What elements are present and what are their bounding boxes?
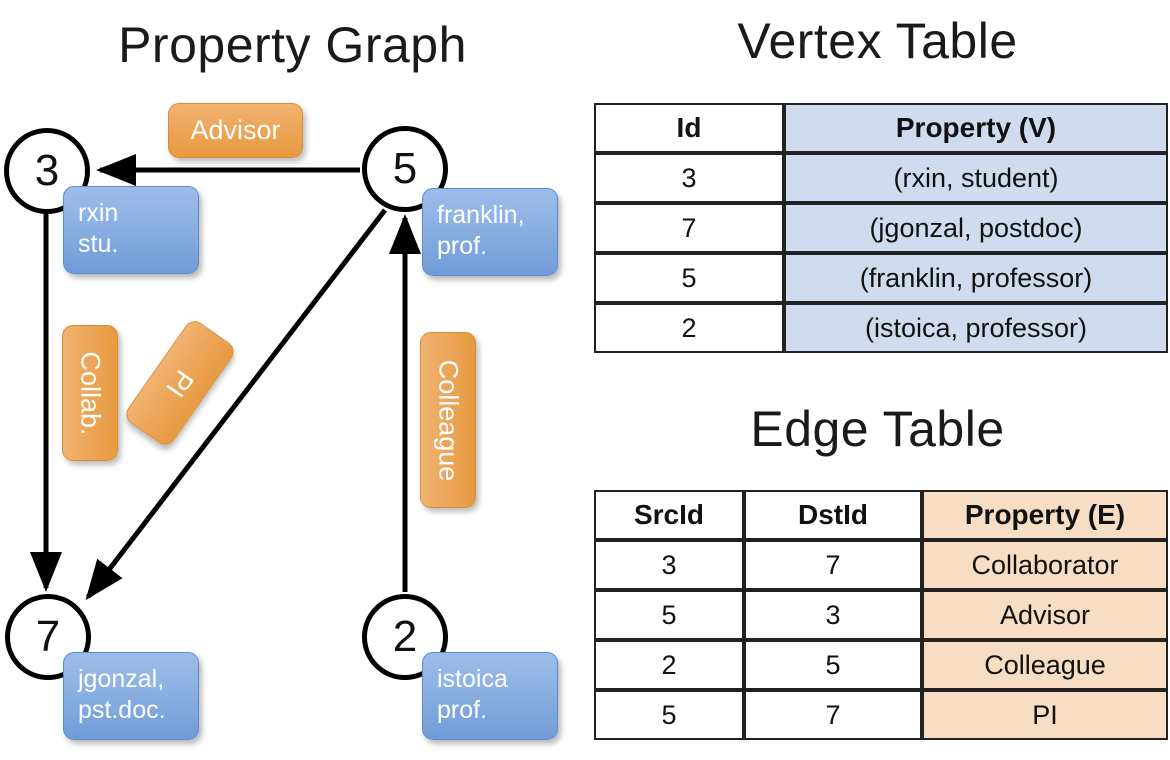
graph-node-2[interactable]: 2	[362, 594, 448, 680]
edge-table: SrcId DstId Property (E) 3 7 Collaborato…	[594, 490, 1168, 740]
vertex-property-box-7-line1: jgonzal,	[78, 665, 165, 693]
edge-table-cell-dstid: 7	[744, 690, 922, 740]
edge-table-cell-property: Advisor	[922, 590, 1168, 640]
edge-table-cell-dstid: 5	[744, 640, 922, 690]
table-row[interactable]: 5 3 Advisor	[594, 590, 1168, 640]
vertex-property-box-5-line1: franklin,	[437, 201, 525, 229]
edge-arrow-pi	[85, 208, 387, 601]
table-row[interactable]: 2 (istoica, professor)	[594, 303, 1168, 353]
vertex-property-box-2-line1: istoica	[437, 665, 508, 693]
edge-label-colleague-text: Colleague	[433, 359, 464, 481]
table-header-row: Id Property (V)	[594, 103, 1168, 153]
edge-label-advisor-text: Advisor	[190, 115, 281, 145]
table-row[interactable]: 3 (rxin, student)	[594, 153, 1168, 203]
edge-table-header-dstid: DstId	[744, 490, 922, 540]
vertex-table-cell-property: (istoica, professor)	[784, 303, 1168, 353]
vertex-property-box-5-line2: prof.	[437, 231, 488, 260]
page-title-property-graph: Property Graph	[118, 17, 467, 73]
vertex-property-box-7-line2: pst.doc.	[78, 695, 166, 724]
vertex-table-cell-property: (rxin, student)	[784, 153, 1168, 203]
vertex-property-box-2-line2: prof.	[437, 695, 488, 724]
page-title-vertex-table: Vertex Table	[737, 13, 1018, 69]
graph-node-2-id: 2	[392, 612, 418, 661]
table-row[interactable]: 5 (franklin, professor)	[594, 253, 1168, 303]
vertex-table-header-id: Id	[594, 103, 784, 153]
vertex-table: Id Property (V) 3 (rxin, student) 7 (jgo…	[594, 103, 1168, 353]
vertex-table-cell-property: (jgonzal, postdoc)	[784, 203, 1168, 253]
graph-edge-arrows	[30, 154, 421, 601]
edge-label-collab-text: Collab.	[75, 350, 106, 436]
edge-table-header-srcid: SrcId	[594, 490, 744, 540]
vertex-property-box-3[interactable]: rxin stu.	[63, 186, 199, 274]
table-row[interactable]: 3 7 Collaborator	[594, 540, 1168, 590]
vertex-table-cell-id: 2	[594, 303, 784, 353]
vertex-property-box-3-line1: rxin	[78, 199, 119, 227]
graph-node-3-id: 3	[34, 146, 60, 195]
edge-label-advisor[interactable]: Advisor	[168, 103, 303, 158]
graph-node-7-id: 7	[35, 612, 61, 661]
vertex-property-box-5[interactable]: franklin, prof.	[422, 188, 558, 276]
vertex-table-header-property: Property (V)	[784, 103, 1168, 153]
property-graph-diagram: 3 5 7 2 rxin stu. franklin, prof. jgonza…	[4, 103, 558, 740]
edge-table-header-property: Property (E)	[922, 490, 1168, 540]
vertex-table-cell-id: 3	[594, 153, 784, 203]
edge-table-cell-dstid: 7	[744, 540, 922, 590]
vertex-table-cell-id: 7	[594, 203, 784, 253]
edge-table-cell-property: Colleague	[922, 640, 1168, 690]
graph-node-5[interactable]: 5	[362, 126, 448, 212]
edge-table-cell-srcid: 5	[594, 590, 744, 640]
edge-label-pi-text: PI	[160, 364, 201, 403]
edge-table-cell-dstid: 3	[744, 590, 922, 640]
graph-node-5-id: 5	[392, 144, 418, 193]
edge-table-cell-srcid: 2	[594, 640, 744, 690]
vertex-property-box-3-line2: stu.	[78, 229, 119, 258]
table-row[interactable]: 7 (jgonzal, postdoc)	[594, 203, 1168, 253]
edge-label-colleague[interactable]: Colleague	[420, 332, 476, 508]
vertex-table-cell-id: 5	[594, 253, 784, 303]
vertex-property-box-2[interactable]: istoica prof.	[422, 652, 558, 740]
edge-table-cell-srcid: 3	[594, 540, 744, 590]
edge-label-collab[interactable]: Collab.	[62, 325, 118, 461]
edge-table-cell-property: PI	[922, 690, 1168, 740]
edge-table-cell-property: Collaborator	[922, 540, 1168, 590]
table-row[interactable]: 5 7 PI	[594, 690, 1168, 740]
table-row[interactable]: 2 5 Colleague	[594, 640, 1168, 690]
edge-table-cell-srcid: 5	[594, 690, 744, 740]
page-title-edge-table: Edge Table	[750, 401, 1005, 457]
vertex-table-cell-property: (franklin, professor)	[784, 253, 1168, 303]
vertex-property-box-7[interactable]: jgonzal, pst.doc.	[63, 652, 199, 740]
table-header-row: SrcId DstId Property (E)	[594, 490, 1168, 540]
